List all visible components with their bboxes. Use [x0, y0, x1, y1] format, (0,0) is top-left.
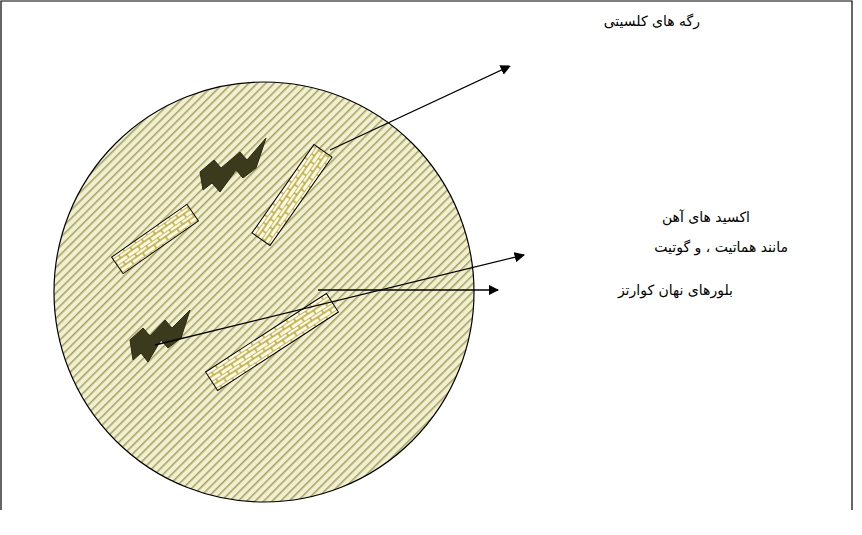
leader-arrow [155, 255, 524, 345]
rock-section [54, 82, 474, 502]
oxide-label: اکسید های آهن [660, 208, 752, 226]
leader-arrow [318, 289, 498, 290]
iron-oxide [130, 310, 190, 362]
leader-arrow [330, 66, 510, 150]
quartz-label: بلورهای نهان کوارتز [616, 281, 735, 299]
calcite-vein [112, 204, 199, 273]
oxide-note: مانند هماتیت ، و گوتیت [652, 238, 790, 256]
calcite-vein [252, 144, 332, 245]
iron-oxide [200, 138, 266, 192]
vein-label: رگه های کلسیتی [602, 12, 702, 30]
calcite-vein [206, 294, 339, 391]
frame [1, 1, 852, 510]
